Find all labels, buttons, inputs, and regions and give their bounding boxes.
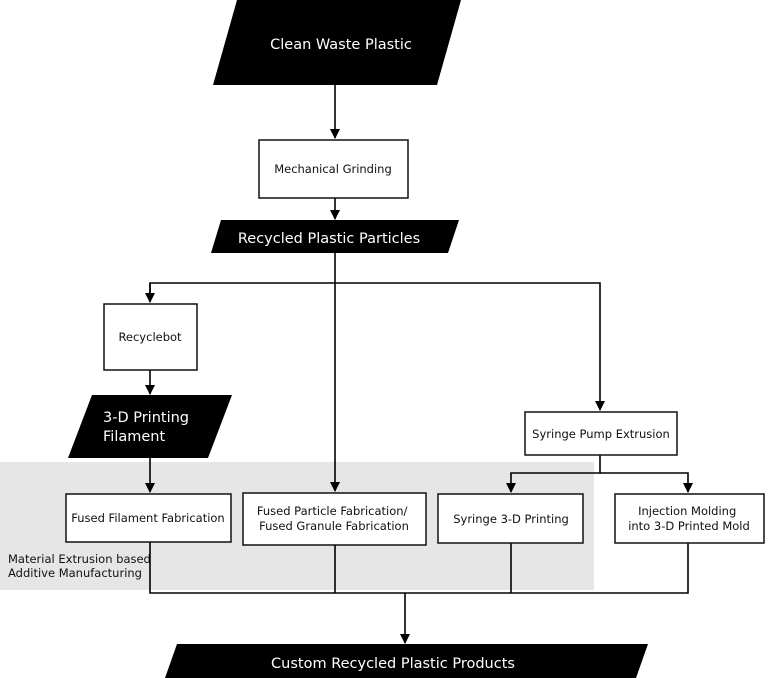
merge-line [149,542,689,594]
arrow-particles-split [149,282,605,411]
connectors [145,85,693,644]
custom-recycled-products-node: Custom Recycled Plastic Products [165,644,648,678]
custom-recycled-products-label: Custom Recycled Plastic Products [271,656,515,672]
recyclebot-label: Recyclebot [118,330,182,344]
recyclebot-node: Recyclebot [103,303,198,371]
region-label-line-1: Material Extrusion based [8,552,151,566]
fused-particle-fabrication-label: Fused Particle Fabrication/ Fused Granul… [257,504,411,533]
arrow-pump-to-injection [600,472,693,493]
region-label-line-2: Additive Manufacturing [8,566,142,580]
syringe-3d-printing-label: Syringe 3-D Printing [453,512,569,526]
region-label: Material Extrusion based Additive Manufa… [8,552,155,580]
syringe-pump-extrusion-node: Syringe Pump Extrusion [524,411,678,456]
mechanical-grinding-node: Mechanical Grinding [258,139,409,199]
recycled-plastic-particles-label: Recycled Plastic Particles [238,231,420,247]
syringe-3d-printing-node: Syringe 3-D Printing [437,493,584,544]
injection-molding-label: Injection Molding into 3-D Printed Mold [628,504,750,533]
fused-filament-fabrication-node: Fused Filament Fabrication [65,493,232,543]
fused-filament-fabrication-label: Fused Filament Fabrication [71,511,224,525]
fused-particle-fabrication-node: Fused Particle Fabrication/ Fused Granul… [242,492,427,546]
3d-printing-filament-label: 3-D Printing Filament [103,410,194,445]
recycled-plastic-particles-node: Recycled Plastic Particles [211,220,459,253]
3d-printing-filament-node: 3-D Printing Filament [68,395,232,458]
clean-waste-plastic-label: Clean Waste Plastic [270,37,412,53]
clean-waste-plastic-node: Clean Waste Plastic [213,0,461,85]
mechanical-grinding-label: Mechanical Grinding [274,162,392,176]
arrow-pump-to-syringe-printing [506,455,601,493]
injection-molding-node: Injection Molding into 3-D Printed Mold [614,493,765,544]
syringe-pump-extrusion-label: Syringe Pump Extrusion [532,427,670,441]
